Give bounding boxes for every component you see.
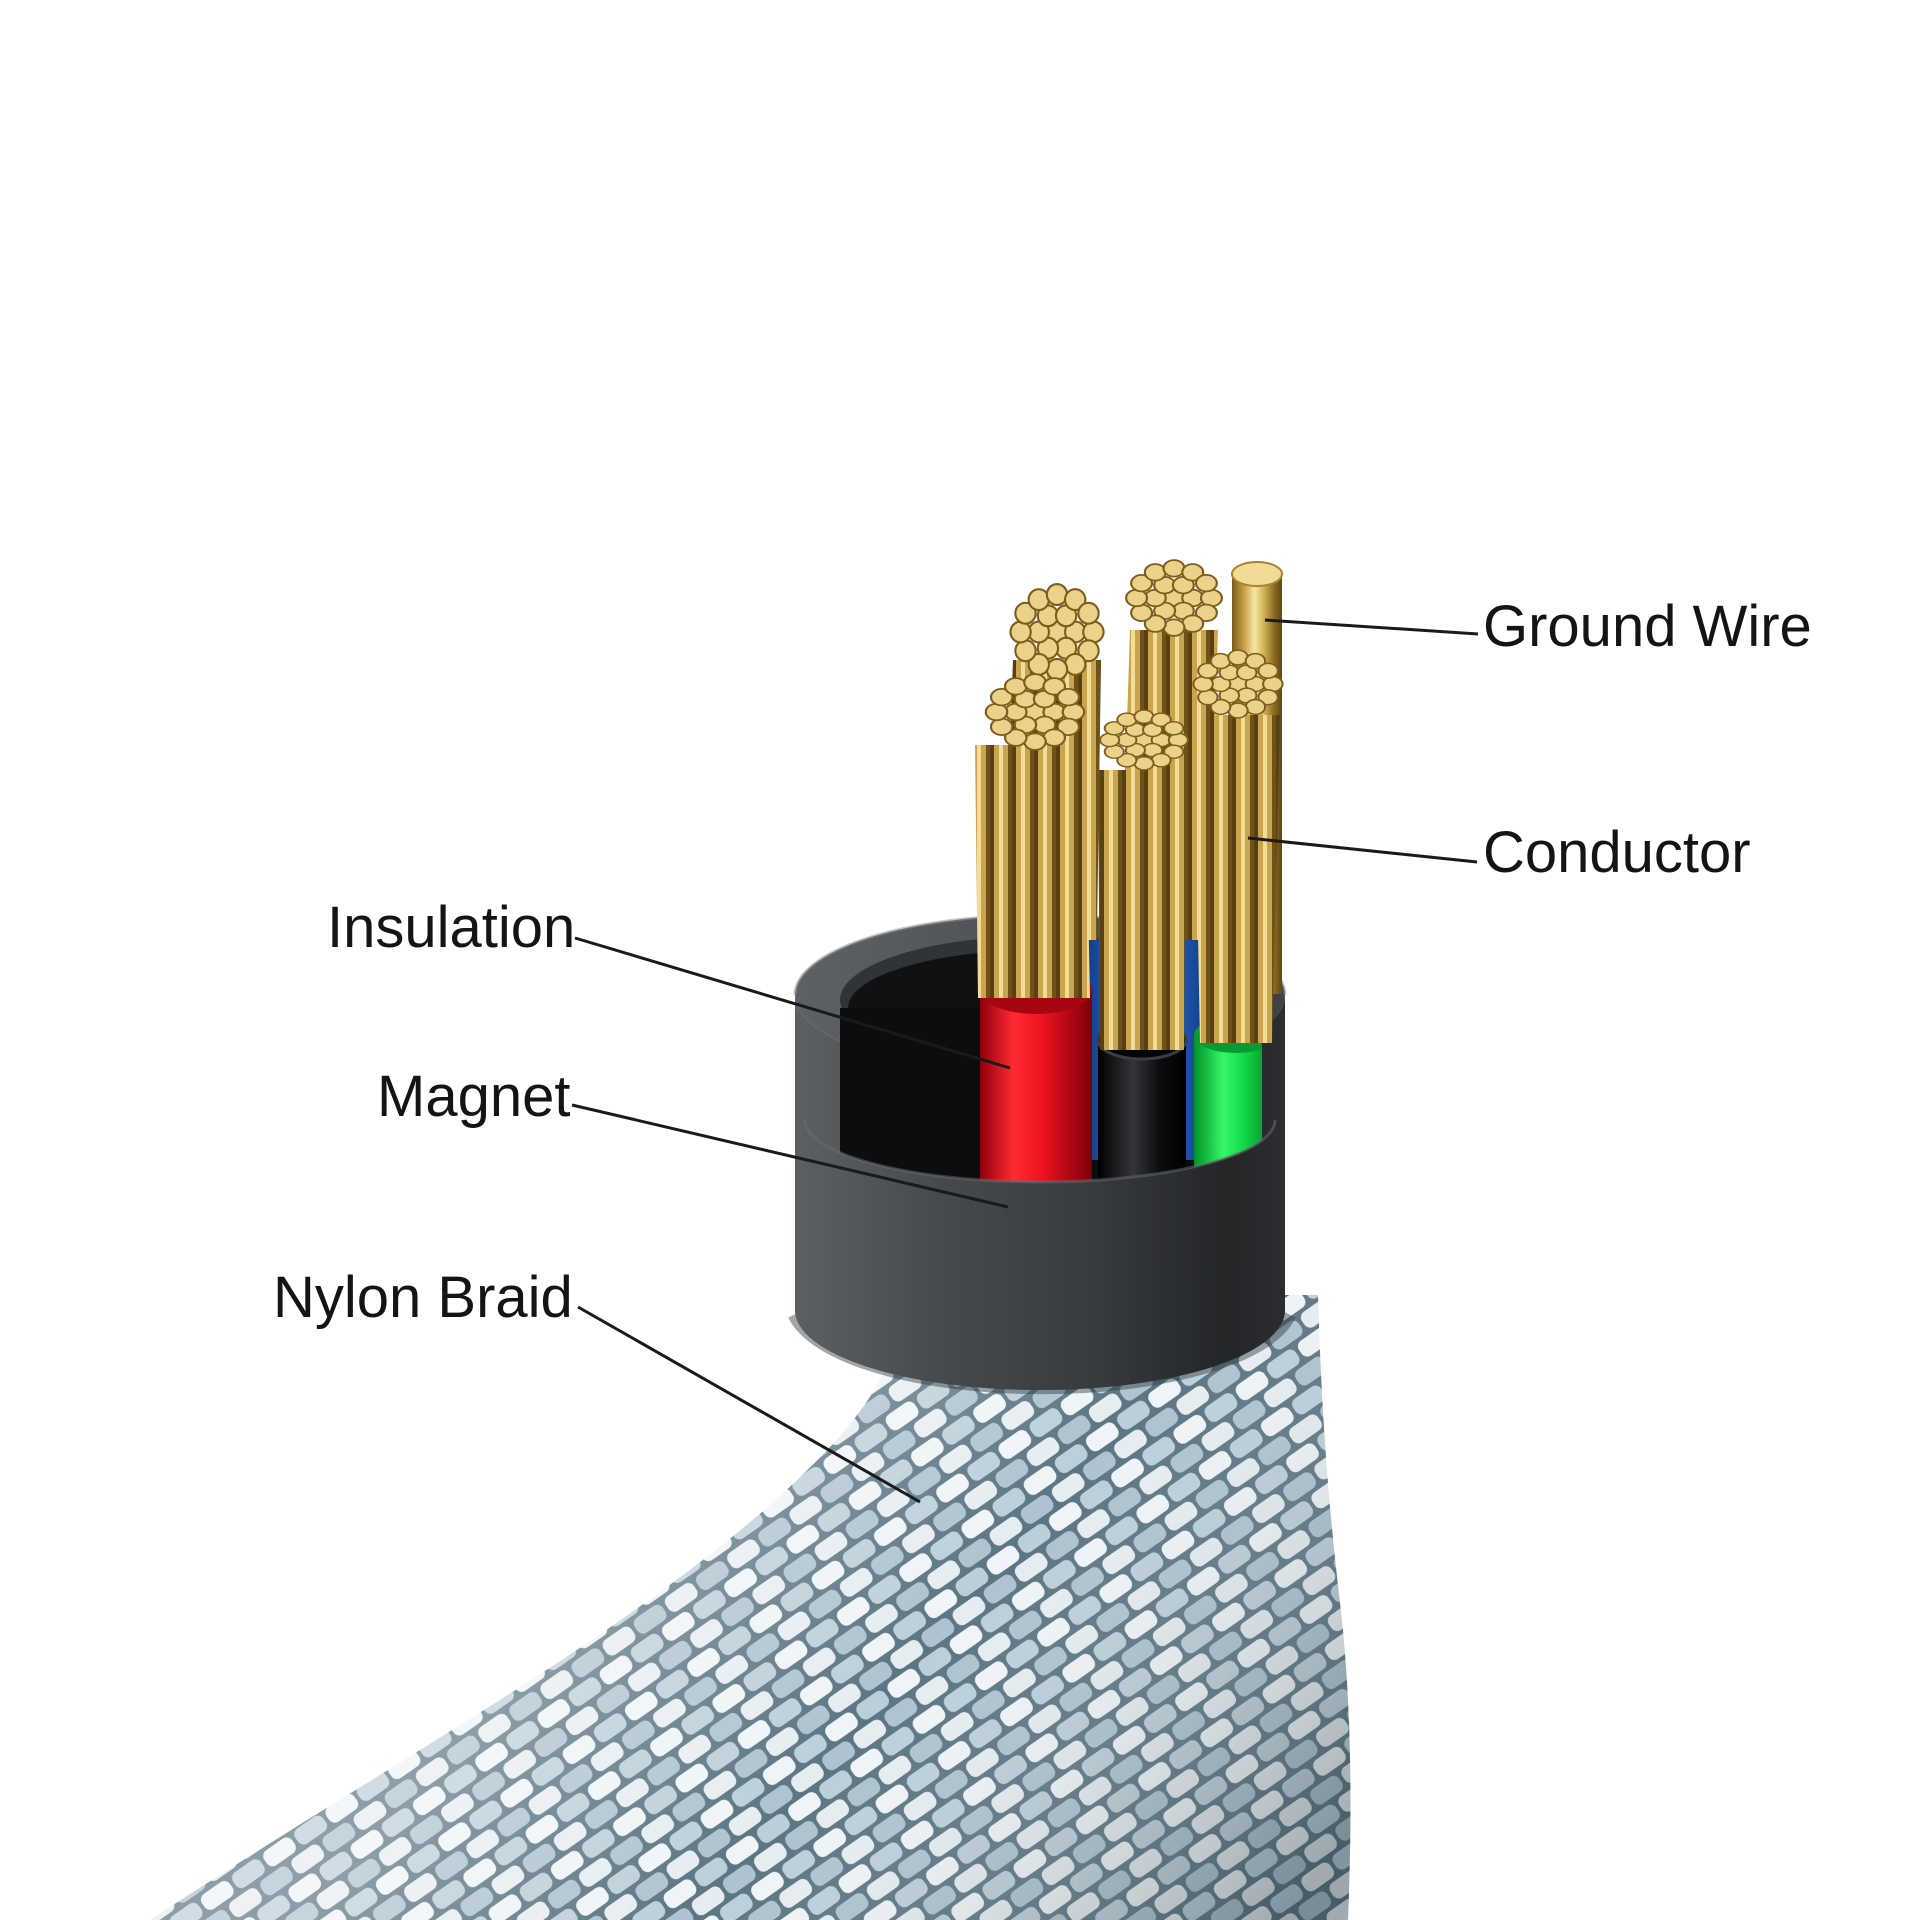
label-insulation: Insulation xyxy=(327,895,576,960)
leader-line-ground-wire xyxy=(1264,618,1479,636)
leader-line-conductor xyxy=(1247,836,1478,864)
label-ground-wire: Ground Wire xyxy=(1483,594,1812,659)
leader-line-insulation xyxy=(574,936,1011,1070)
leader-line-magnet xyxy=(571,1103,1009,1209)
conductor-bundle-front-middle xyxy=(1098,709,1189,1050)
magnet-ring-front-wall xyxy=(795,1020,1285,1390)
nylon-braid-section xyxy=(150,1295,1351,1920)
label-nylon-braid: Nylon Braid xyxy=(273,1265,573,1330)
leader-line-nylon-braid xyxy=(577,1305,921,1504)
leader-lines xyxy=(571,618,1479,1504)
conductor-bundle-front-left xyxy=(975,672,1090,998)
label-conductor: Conductor xyxy=(1483,820,1751,885)
conductor-bundle-front-right xyxy=(1192,649,1284,1043)
label-magnet: Magnet xyxy=(377,1064,571,1129)
